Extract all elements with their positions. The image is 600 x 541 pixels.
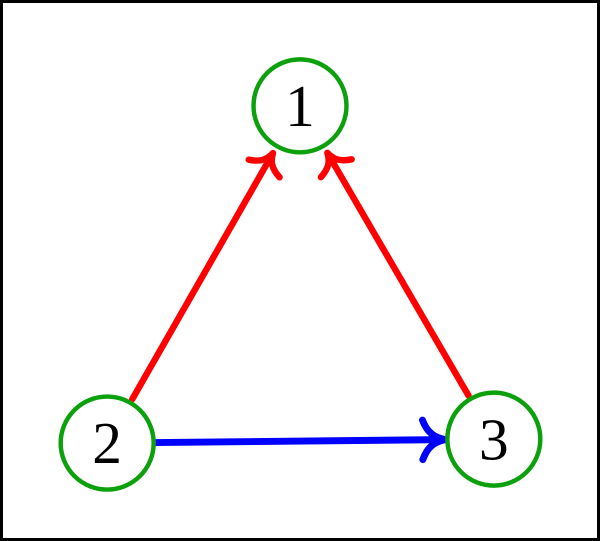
arrowhead-icon [245, 149, 283, 181]
node-label: 2 [92, 410, 122, 476]
node-circle [251, 57, 349, 155]
node-circle [445, 390, 543, 488]
edge-line [128, 152, 275, 403]
node-circle [58, 394, 156, 492]
arrowhead-icon [317, 149, 355, 181]
node-label: 1 [285, 73, 315, 139]
diagram-canvas: 1 2 3 [58, 57, 543, 492]
edge-line [152, 436, 446, 447]
edge-line [325, 152, 472, 399]
node-label: 3 [479, 406, 509, 472]
